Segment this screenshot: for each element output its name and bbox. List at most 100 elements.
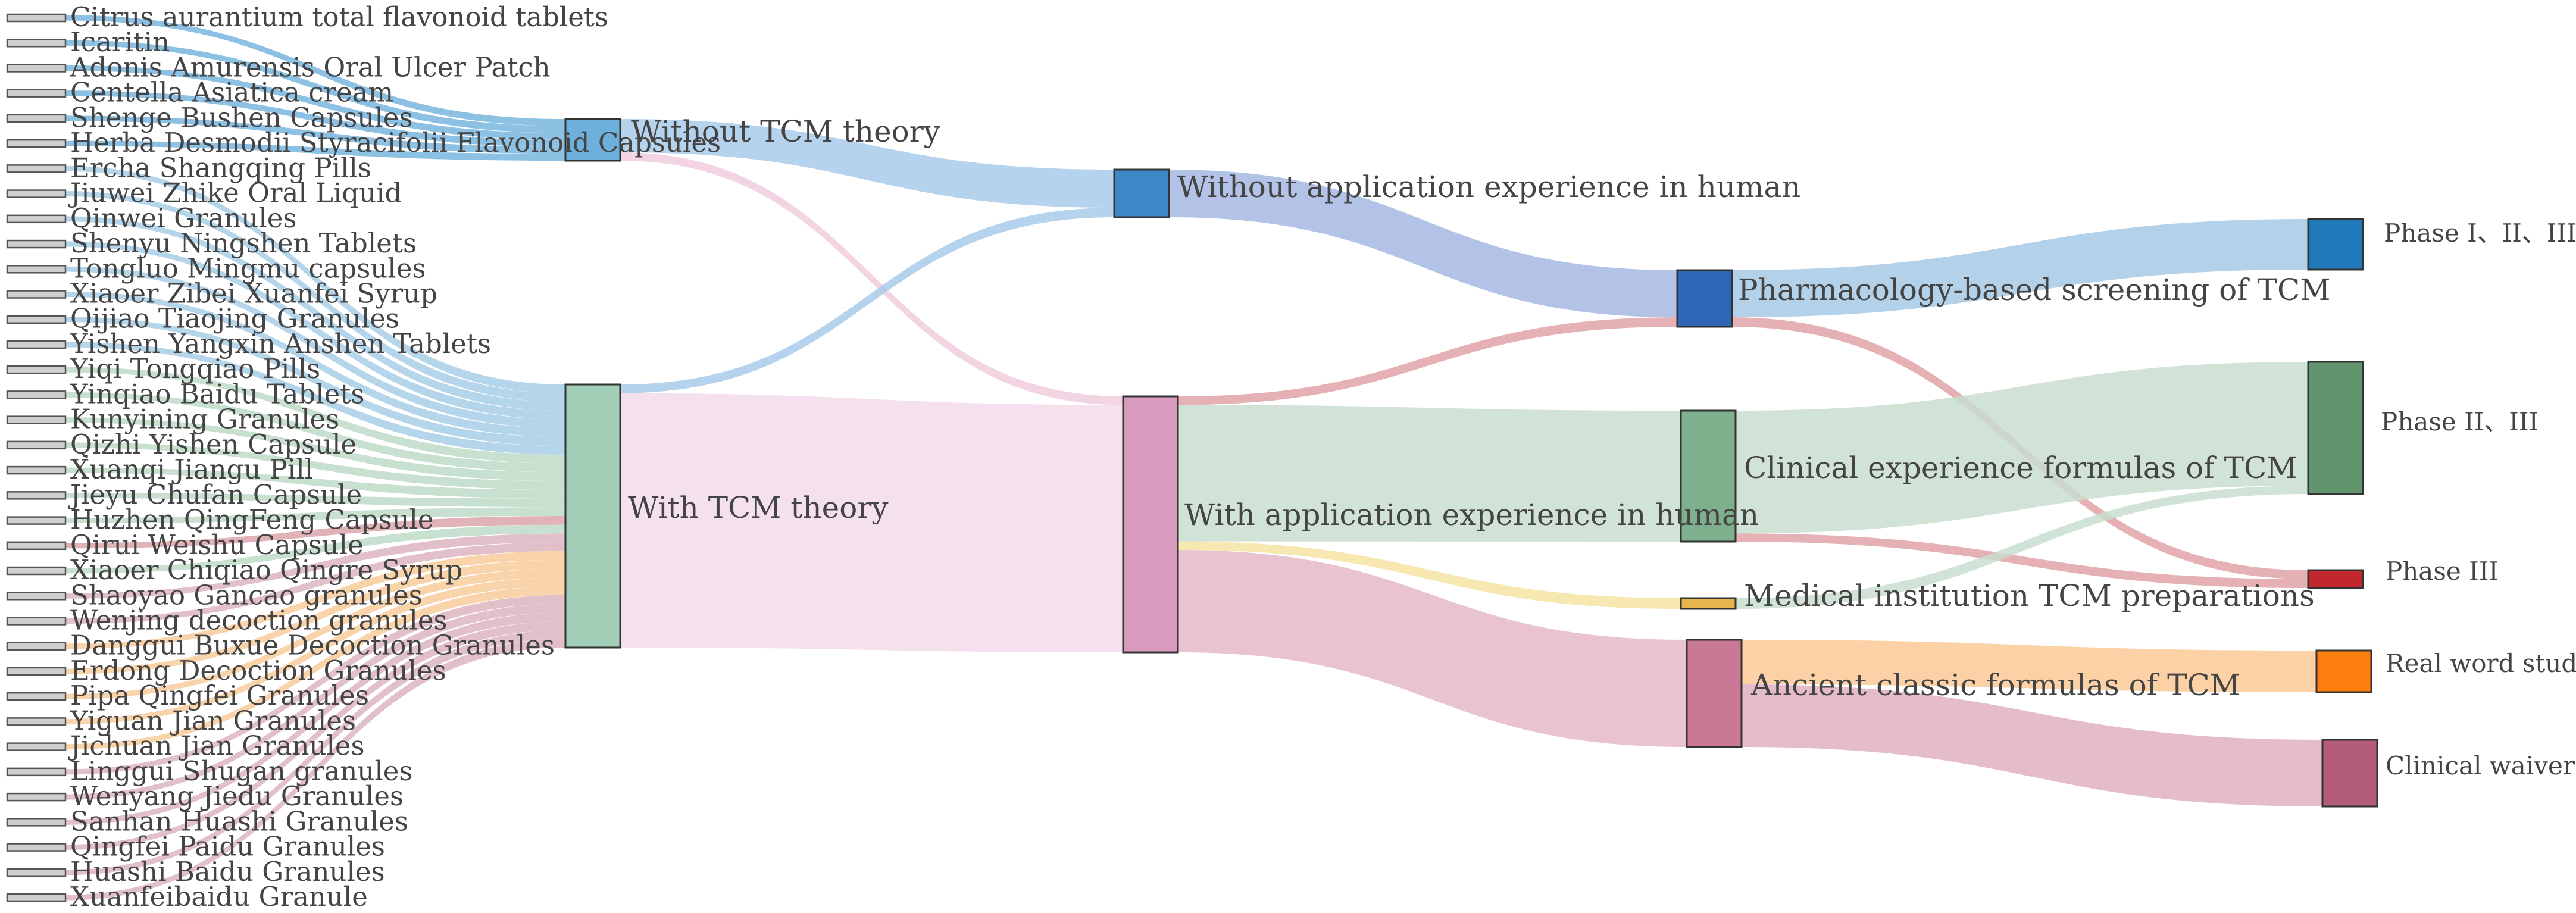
drug-label-xuanfeibaidu-granule: Xuanfeibaidu Granule <box>70 881 368 912</box>
drug-node-herba-desmodii-styracifolii-flavonoid-capsules <box>6 139 67 148</box>
drug-link-xiaoer-chiqiao-qingre-syrup <box>65 524 565 574</box>
drug-node-jichuan-jian-granules <box>6 742 67 751</box>
node-phase-2-3-label: Phase II、III <box>2381 407 2539 436</box>
link-pharmacology-based-screening-of-tcm-to-phase-i-ii-iii <box>1732 219 2308 318</box>
drug-node-xuanfeibaidu-granule <box>6 893 67 902</box>
drug-node-xiaoer-zibei-xuanfei-syrup <box>6 290 67 299</box>
node-with-tcm-theory <box>564 383 621 649</box>
drug-label-sanhan-huashi-granules: Sanhan Huashi Granules <box>70 805 408 837</box>
drug-node-shaoyao-gancao-granules <box>6 592 67 601</box>
node-real-word-study <box>2315 649 2372 693</box>
drug-node-icaritin <box>6 38 67 48</box>
drug-link-pipa-qingfei-granules <box>65 568 565 699</box>
drug-link-xuanfeibaidu-granule <box>65 639 565 901</box>
drug-link-xiaoer-zibei-xuanfei-syrup <box>65 292 565 437</box>
link-without-tcm-theory-to-without-application-experience-in-human <box>620 119 1114 208</box>
drug-link-shenyu-ningshen-tablets <box>65 241 565 420</box>
drug-label-citrus-aurantium-total-flavonoid-tablets: Citrus aurantium total flavonoid tablets <box>70 1 608 33</box>
drug-node-qingfei-paidu-granules <box>6 843 67 852</box>
link-medical-institution-tcm-preparations-to-phase-ii-iii <box>1736 486 2308 609</box>
node-with-application-experience <box>1122 395 1179 654</box>
node-without-tcm-theory <box>564 118 621 162</box>
node-with-tcm-theory-label: With TCM theory <box>628 490 889 525</box>
drug-node-yishen-yangxin-anshen-tablets <box>6 340 67 349</box>
drug-node-qinwei-granules <box>6 214 67 224</box>
drug-link-herba-desmodii-styracifolii-flavonoid-capsules <box>65 140 565 161</box>
drug-label-qizhi-yishen-capsule: Qizhi Yishen Capsule <box>70 429 357 460</box>
drug-label-icaritin: Icaritin <box>70 26 170 58</box>
drug-label-shaoyao-gancao-granules: Shaoyao Gancao granules <box>70 579 423 611</box>
node-pharmacology-screening-label: Pharmacology-based screening of TCM <box>1738 273 2330 307</box>
drug-link-ercha-shangqing-pills <box>65 165 565 393</box>
drug-link-yiguan-jian-granules <box>65 577 565 724</box>
link-with-application-experience-in-human-to-ancient-classic-formulas-of-tcm <box>1178 550 1687 747</box>
drug-label-wenjing-decoction-granules: Wenjing decoction granules <box>70 604 448 636</box>
link-with-application-experience-in-human-to-pharmacology-based-screening-of-tcm <box>1178 317 1677 405</box>
drug-node-linggui-shugan-granules <box>6 767 67 777</box>
drug-label-jieyu-chufan-capsule: Jieyu Chufan Capsule <box>68 479 362 510</box>
drug-bars <box>6 13 67 902</box>
node-without-application-experience-label: Without application experience in human <box>1177 170 1800 204</box>
drug-node-qizhi-yishen-capsule <box>6 440 67 450</box>
drug-link-qijiao-tiaojing-granules <box>65 317 565 446</box>
node-without-application-experience <box>1113 168 1170 218</box>
link-with-application-experience-in-human-to-clinical-experience-formulas-of-tcm <box>1178 405 1681 542</box>
drug-link-shaoyao-gancao-granules <box>65 533 565 599</box>
drug-label-danggui-buxue-decoction-granules: Danggui Buxue Decoction Granules <box>70 630 555 661</box>
drug-link-qirui-weishu-capsule <box>65 516 565 549</box>
drug-node-yinqiao-baidu-tablets <box>6 390 67 399</box>
link-without-tcm-theory-to-with-application-experience-in-human <box>620 152 1123 405</box>
drug-node-wenjing-decoction-granules <box>6 617 67 626</box>
labels: Citrus aurantium total flavonoid tablets… <box>68 1 2576 912</box>
drug-node-shenge-bushen-capsules <box>6 114 67 123</box>
drug-node-jieyu-chufan-capsule <box>6 491 67 500</box>
node-ancient-classic-formulas-label: Ancient classic formulas of TCM <box>1750 668 2240 702</box>
drug-link-jiuwei-zhike-oral-liquid <box>65 191 565 402</box>
drug-link-tongluo-mingmu-capsules <box>65 266 565 429</box>
drug-link-yishen-yangxin-anshen-tablets <box>65 342 565 455</box>
drug-node-huashi-baidu-granules <box>6 868 67 877</box>
drug-node-kunyining-granules <box>6 415 67 424</box>
link-ancient-classic-formulas-of-tcm-to-clinical-waiver <box>1742 684 2322 806</box>
link-with-tcm-theory-to-without-application-experience-in-human <box>620 208 1114 393</box>
drug-label-adonis-amurensis-oral-ulcer-patch: Adonis Amurensis Oral Ulcer Patch <box>70 51 551 83</box>
link-with-tcm-theory-to-with-application-experience-in-human <box>620 393 1123 652</box>
drug-node-wenyang-jiedu-granules <box>6 792 67 802</box>
drug-link-xuanqi-jiangu-pill <box>65 467 565 499</box>
drug-link-qizhi-yishen-capsule <box>65 442 565 490</box>
node-phase-3-label: Phase III <box>2386 556 2499 586</box>
drug-label-yiguan-jian-granules: Yiguan Jian Granules <box>70 705 356 736</box>
drug-node-erdong-decoction-granules <box>6 667 67 676</box>
drug-links <box>65 15 565 901</box>
link-ancient-classic-formulas-of-tcm-to-real-word-study <box>1742 640 2316 692</box>
drug-node-citrus-aurantium-total-flavonoid-tablets <box>6 13 67 23</box>
node-clinical-waiver-label: Clinical waiver <box>2386 751 2575 780</box>
drug-link-adonis-amurensis-oral-ulcer-patch <box>65 65 565 140</box>
drug-label-huashi-baidu-granules: Huashi Baidu Granules <box>70 856 385 887</box>
drug-label-wenyang-jiedu-granules: Wenyang Jiedu Granules <box>70 780 404 812</box>
node-clinical-experience-formulas <box>1680 409 1737 543</box>
drug-label-jichuan-jian-granules: Jichuan Jian Granules <box>68 730 365 762</box>
drug-label-qinwei-granules: Qinwei Granules <box>70 202 296 234</box>
drug-node-adonis-amurensis-oral-ulcer-patch <box>6 64 67 73</box>
drug-link-jichuan-jian-granules <box>65 586 565 750</box>
drug-node-yiqi-tongqiao-pills <box>6 365 67 374</box>
node-clinical-waiver <box>2321 739 2378 808</box>
drug-link-yiqi-tongqiao-pills <box>65 367 565 464</box>
drug-label-herba-desmodii-styracifolii-flavonoid-capsules: Herba Desmodii Styracifolii Flavonoid Ca… <box>70 127 721 158</box>
drug-label-kunyining-granules: Kunyining Granules <box>70 404 339 435</box>
drug-link-icaritin <box>65 40 565 133</box>
node-with-application-experience-label: With application experience in human <box>1184 498 1759 532</box>
drug-node-qirui-weishu-capsule <box>6 541 67 551</box>
drug-label-erdong-decoction-granules: Erdong Decoction Granules <box>70 655 446 686</box>
link-clinical-experience-formulas-of-tcm-to-phase-iii <box>1736 533 2308 588</box>
drug-node-yiguan-jian-granules <box>6 717 67 726</box>
drug-link-huashi-baidu-granules <box>65 630 565 876</box>
drug-label-xiaoer-zibei-xuanfei-syrup: Xiaoer Zibei Xuanfei Syrup <box>70 278 437 309</box>
drug-label-shenge-bushen-capsules: Shenge Bushen Capsules <box>70 102 412 133</box>
drug-node-jiuwei-zhike-oral-liquid <box>6 189 67 198</box>
drug-link-jieyu-chufan-capsule <box>65 492 565 508</box>
drug-label-xiaoer-chiqiao-qingre-syrup: Xiaoer Chiqiao Qingre Syrup <box>70 554 462 586</box>
drug-link-huzhen-qingfeng-capsule <box>65 507 565 524</box>
